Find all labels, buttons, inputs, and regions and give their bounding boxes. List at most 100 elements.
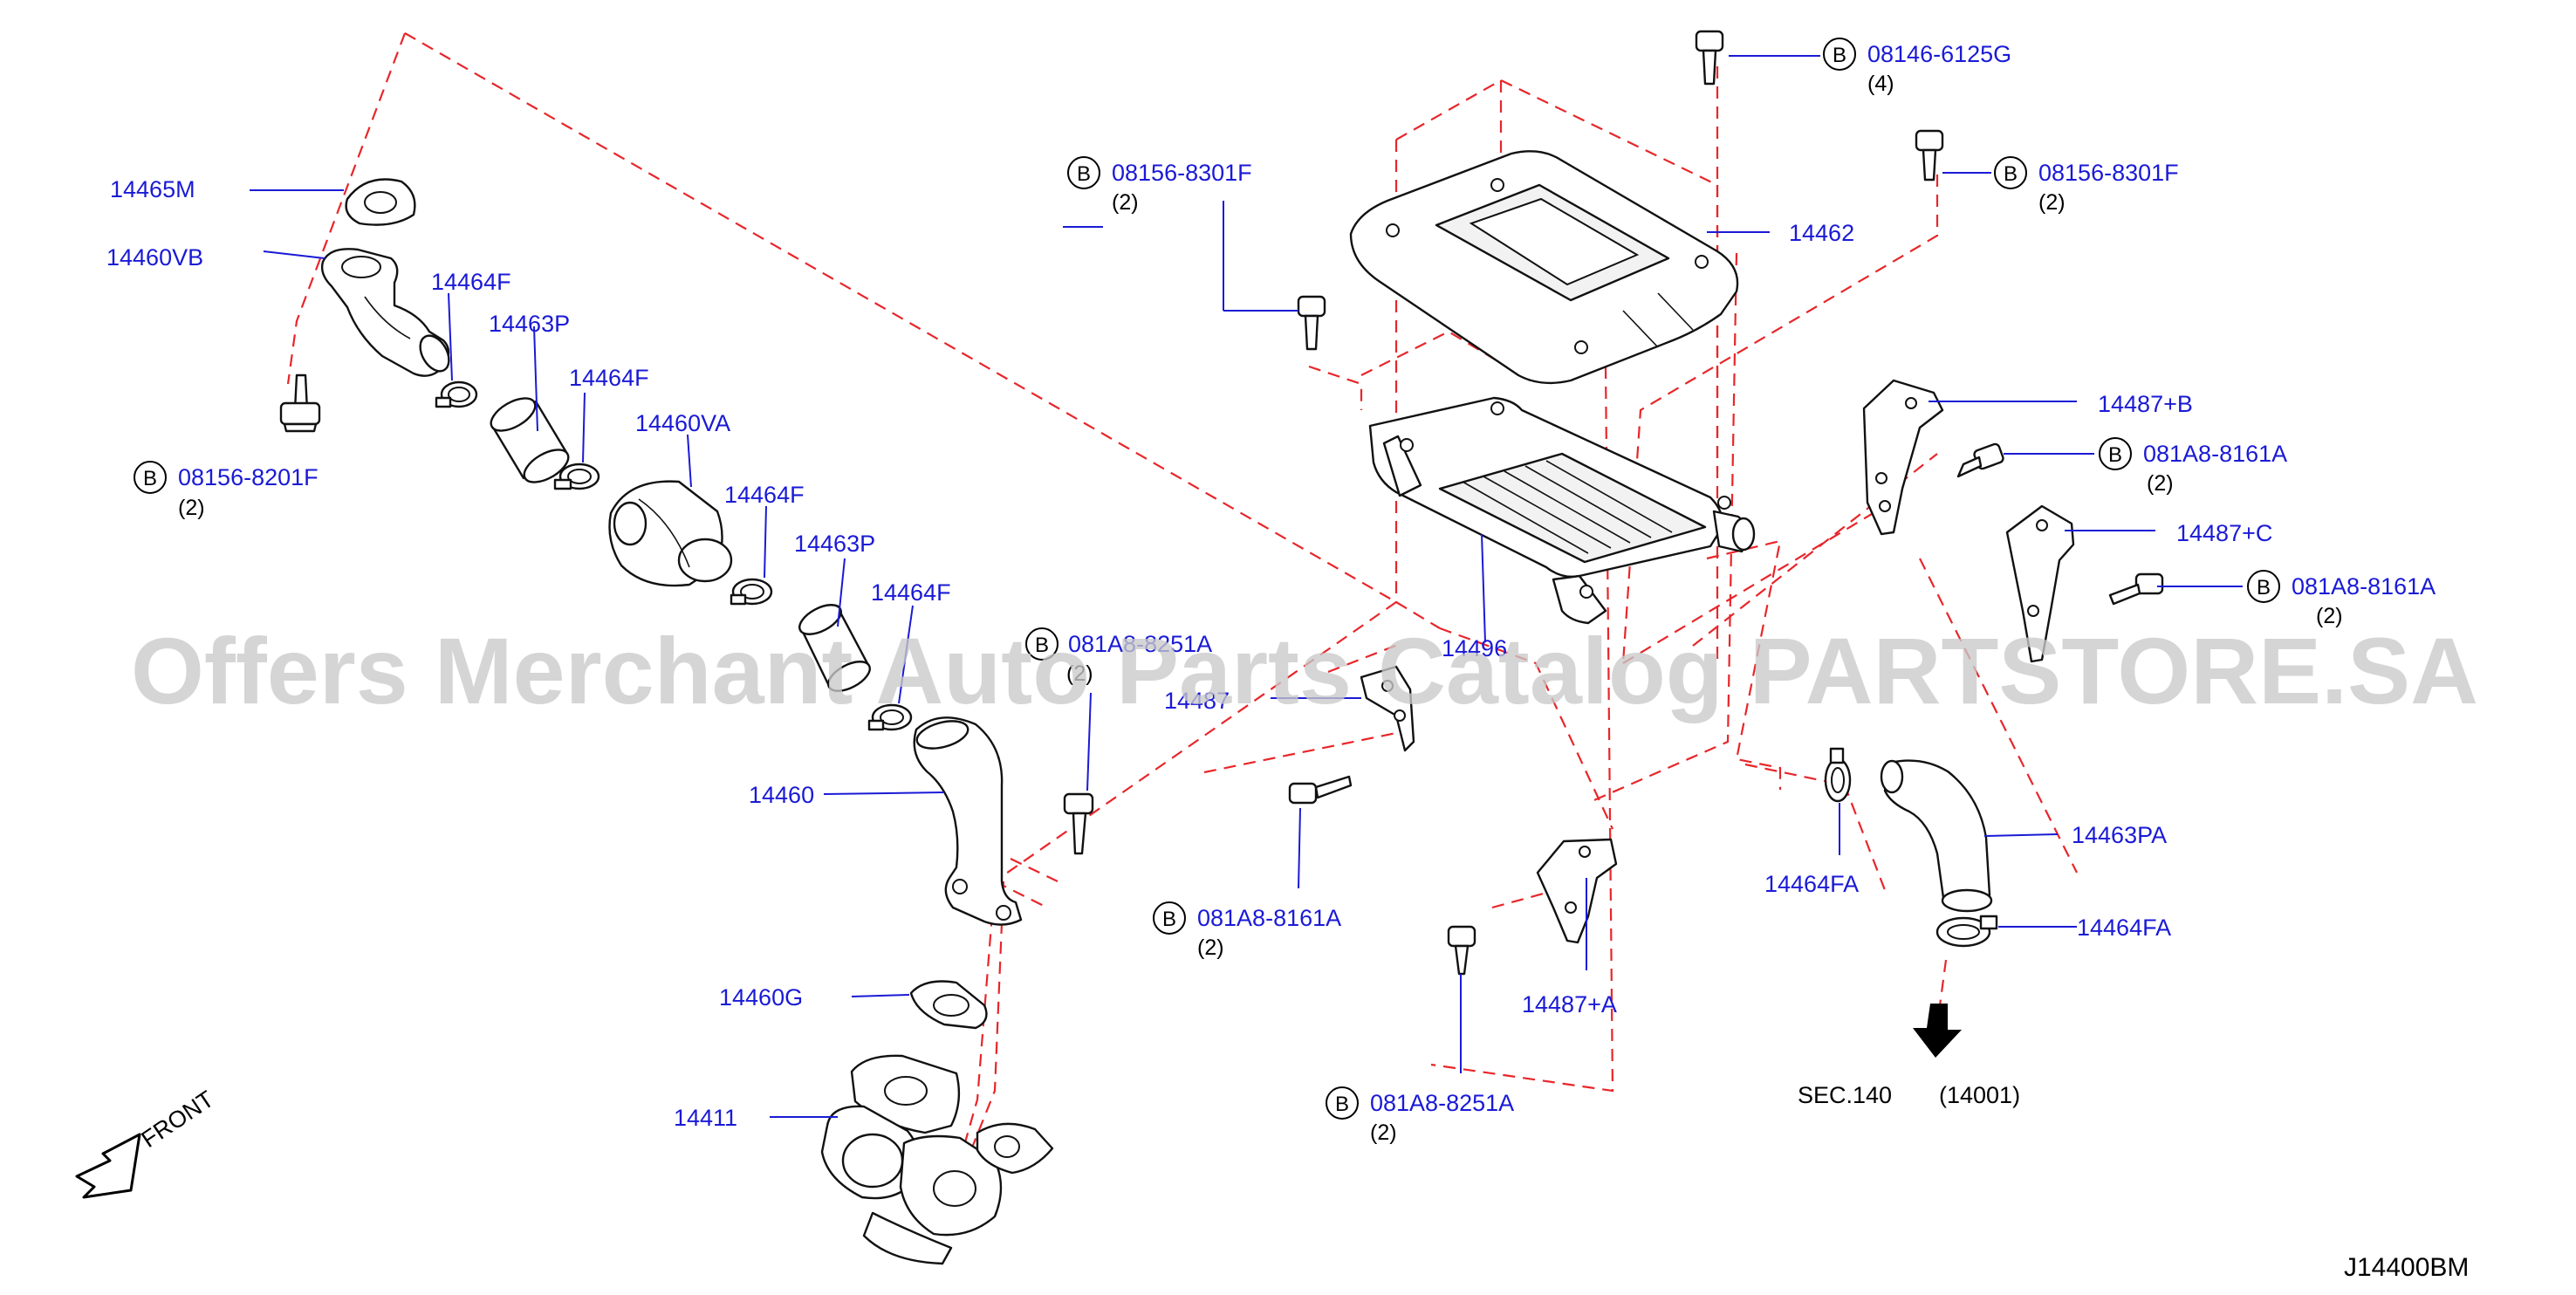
label-14464f-4[interactable]: 14464F	[871, 579, 951, 606]
label-08156-8301f-left[interactable]: 08156-8301F	[1112, 160, 1252, 186]
bolt-marker-text-2: B	[1077, 162, 1091, 186]
bolt-marker-text-5: B	[2108, 443, 2122, 467]
label-081a8-8251a-a[interactable]: 081A8-8251A	[1068, 631, 1212, 657]
label-14460vb[interactable]: 14460VB	[106, 244, 203, 271]
label-14460va[interactable]: 14460VA	[635, 410, 730, 436]
part-labels: 14465M 14460VB 14464F 14463P 14464F 1446…	[106, 176, 2272, 1131]
part-14464fa-clamp-1	[1824, 747, 1852, 803]
bolt-08156-8301f-left-icon	[1297, 295, 1326, 351]
qty-081a8-8161a-a: (2)	[1197, 935, 1224, 960]
part-14460va-resonator	[608, 480, 733, 587]
front-label: FRONT	[137, 1086, 219, 1153]
label-081a8-8161a-c[interactable]: 081A8-8161A	[2292, 573, 2436, 600]
label-14460[interactable]: 14460	[749, 782, 814, 808]
bolt-marker-text-8: B	[1162, 908, 1176, 931]
label-14464fa-2[interactable]: 14464FA	[2077, 915, 2171, 941]
qty-08146-6125g: (4)	[1867, 72, 1894, 96]
bolt-marker-text-9: B	[1335, 1093, 1349, 1116]
label-14463p-2[interactable]: 14463P	[794, 531, 875, 557]
bolt-marker-8	[1153, 901, 1186, 935]
part-14487-b-bracket	[1862, 379, 1944, 536]
bolt-marker-9	[1326, 1086, 1359, 1120]
label-14460g[interactable]: 14460G	[719, 984, 803, 1011]
bolt-08146-6125g-icon	[1695, 30, 1724, 86]
bolt-marker-text-7: B	[1035, 634, 1049, 657]
label-14464f-1[interactable]: 14464F	[431, 269, 511, 295]
watermark-text: Offers Merchant Auto Parts Catalog PARTS…	[131, 618, 2478, 723]
label-08146-6125g[interactable]: 08146-6125G	[1867, 41, 2011, 67]
label-14487-a[interactable]: 14487+A	[1522, 991, 1617, 1018]
qty-081a8-8161a-c: (2)	[2316, 604, 2343, 628]
label-14463pa[interactable]: 14463PA	[2072, 822, 2167, 848]
bolt-081a8-8161a-a-icon	[1288, 775, 1353, 805]
front-arrow-icon	[75, 1133, 141, 1199]
qty-081a8-8251a-b: (2)	[1370, 1120, 1397, 1145]
part-14465m-gasket	[345, 178, 416, 226]
label-14496[interactable]: 14496	[1442, 635, 1507, 661]
bolt-081a8-8251a-b-icon	[1447, 925, 1476, 976]
label-081a8-8161a-a[interactable]: 081A8-8161A	[1197, 905, 1341, 931]
part-14464f-clamp-4	[867, 703, 913, 731]
bolt-marker-text-3: B	[1833, 44, 1846, 67]
qty-08156-8301f-left: (2)	[1112, 190, 1139, 215]
leader-lines	[250, 55, 2243, 1118]
bolt-marker-4	[1994, 156, 2027, 189]
part-14460vb-elbow	[320, 248, 450, 377]
part-14487-bracket	[1360, 665, 1415, 752]
bolt-marker-text-6: B	[2257, 576, 2271, 600]
part-14496-intercooler	[1368, 396, 1756, 625]
bolt-081a8-8251a-icon	[1063, 792, 1094, 855]
diagram-code: J14400BM	[2344, 1253, 2469, 1282]
label-14464f-3[interactable]: 14464F	[724, 482, 805, 508]
bolt-marker-1	[134, 461, 167, 494]
bolt-marker-text-1: B	[143, 467, 157, 490]
section-arrow-icon	[1913, 1004, 1962, 1058]
label-14462[interactable]: 14462	[1789, 220, 1854, 246]
part-14487-a-bracket	[1536, 838, 1618, 944]
label-14487-c[interactable]: 14487+C	[2176, 520, 2272, 546]
label-08156-8301f-right[interactable]: 08156-8301F	[2038, 160, 2179, 186]
label-14487-b[interactable]: 14487+B	[2098, 391, 2193, 417]
bolt-marker-text-4: B	[2004, 162, 2018, 186]
part-14464f-clamp-1	[435, 380, 478, 408]
part-14463p-hose-2	[798, 604, 871, 692]
part-14464fa-clamp-2	[1935, 915, 1998, 948]
part-14464f-clamp-3	[730, 578, 773, 606]
bolt-08156-8201f-icon	[279, 373, 321, 433]
part-14463p-hose-1	[490, 397, 570, 483]
label-14411[interactable]: 14411	[674, 1105, 737, 1131]
label-14464fa-1[interactable]: 14464FA	[1764, 871, 1859, 897]
qty-081a8-8251a-a: (2)	[1066, 661, 1093, 686]
bolt-081a8-8161a-c-icon	[2108, 572, 2164, 606]
part-14464f-clamp-2	[553, 462, 600, 490]
bolt-marker-2	[1067, 156, 1100, 189]
assembly-lines	[286, 32, 2078, 1161]
label-14463p-1[interactable]: 14463P	[489, 311, 570, 337]
part-14411-turbocharger	[820, 1054, 1054, 1265]
label-081a8-8161a-b[interactable]: 081A8-8161A	[2143, 441, 2287, 467]
part-14463pa-hose	[1880, 759, 1993, 913]
qty-08156-8301f-right: (2)	[2038, 190, 2066, 215]
part-14462-cover	[1349, 150, 1739, 385]
bolt-marker-5	[2099, 437, 2132, 470]
label-081a8-8251a-b[interactable]: 081A8-8251A	[1370, 1090, 1514, 1116]
label-14464f-2[interactable]: 14464F	[569, 365, 649, 391]
label-14465m[interactable]: 14465M	[110, 176, 195, 202]
part-14460-tube	[913, 716, 1023, 926]
section-ref-label[interactable]: SEC.140	[1798, 1082, 1892, 1108]
bolt-marker-3	[1823, 38, 1856, 71]
qty-08156-8201f: (2)	[178, 496, 205, 520]
label-14487[interactable]: 14487	[1164, 688, 1230, 714]
bolt-marker-6	[2247, 570, 2280, 603]
part-14487-c-bracket	[2005, 504, 2075, 663]
bolt-08156-8301f-right-icon	[1915, 129, 1944, 182]
bolt-081a8-8161a-b-icon	[1956, 442, 2004, 478]
bolt-labels: B 08156-8201F (2) B 08156-8301F (2) B 08…	[134, 38, 2436, 1145]
label-08156-8201f[interactable]: 08156-8201F	[178, 464, 319, 490]
bolt-marker-7	[1025, 627, 1058, 661]
section-ref-code: (14001)	[1939, 1082, 2020, 1108]
qty-081a8-8161a-b: (2)	[2147, 471, 2174, 496]
part-14460g-gasket	[909, 980, 988, 1030]
